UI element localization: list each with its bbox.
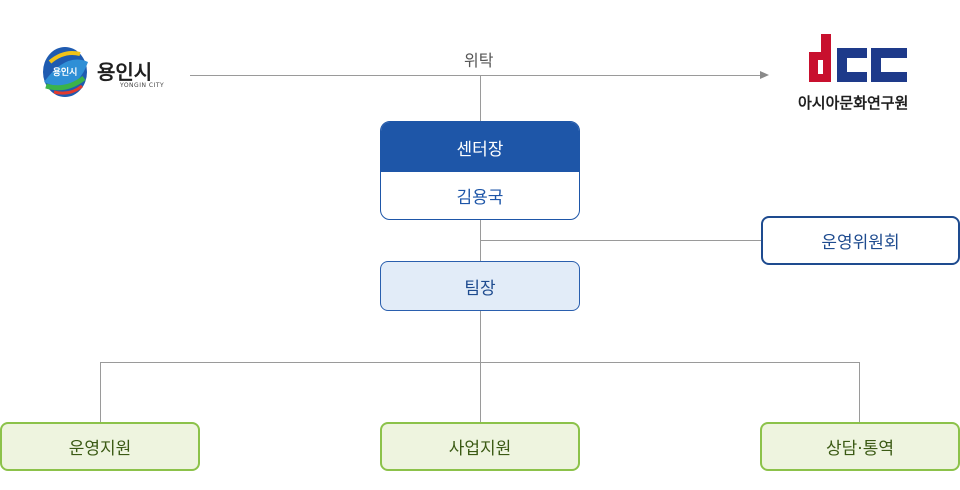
delegation-label: 위탁 [464,51,494,70]
acc-logo: acc 아시아문화연구원 [790,32,930,112]
connector-dept-bus [100,362,860,363]
team-leader-box: 팀장 [380,261,580,311]
dept-operations-support: 운영지원 [0,422,200,471]
connector-dept-left [100,362,101,422]
dept-counseling-interpretation: 상담·통역 [760,422,960,471]
director-name: 김용국 [456,188,504,208]
connector-committee [480,240,761,241]
delegation-line [190,75,762,76]
committee-box: 운영위원회 [761,216,960,265]
yongin-subtitle: YONGIN CITY [120,82,165,89]
director-title: 센터장 [381,122,579,172]
yongin-name: 용인시 [97,60,153,84]
connector-to-director [480,76,481,121]
yongin-emblem-icon: 용인시 [43,47,88,97]
dept-project-support: 사업지원 [380,422,580,471]
connector-dept-right [859,362,860,422]
arrow-head-icon [760,71,769,79]
connector-team-down [480,311,481,422]
director-box: 센터장 김용국 [380,121,580,220]
acc-name: 아시아문화연구원 [798,94,909,112]
acc-mark-icon: acc [809,34,907,82]
svg-text:용인시: 용인시 [53,67,78,78]
svg-text:acc: acc [858,39,860,41]
yongin-logo: 용인시 용인시 YONGIN CITY [36,42,171,102]
